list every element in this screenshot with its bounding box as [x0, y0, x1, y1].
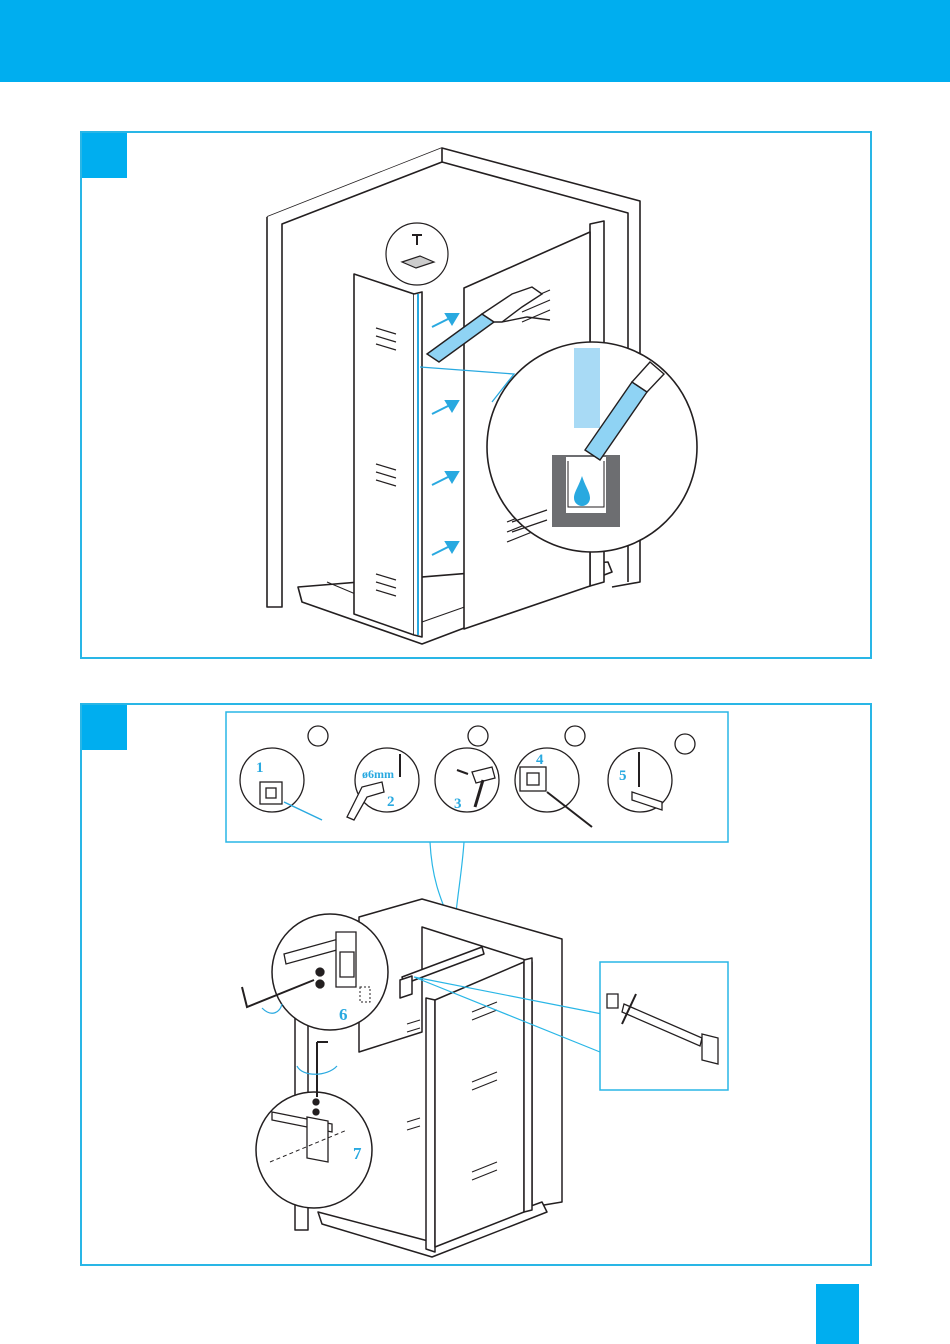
- screw-detail-circle: [386, 223, 448, 285]
- tool-number-1: 1: [256, 760, 264, 776]
- enclosure-side-panel: [426, 998, 435, 1252]
- step-panel-1: [80, 131, 872, 659]
- step-panel-2: 1 2 ø6mm 3 4 5: [80, 703, 872, 1266]
- detail-circle-6: [242, 914, 388, 1030]
- tool-number-4: 4: [536, 752, 544, 768]
- detail-circle-7: [256, 1042, 372, 1208]
- drill-size-label: ø6mm: [362, 767, 394, 781]
- detail-number-7: 7: [353, 1144, 362, 1163]
- enclosure-front-panel: [435, 962, 524, 1247]
- detail-number-6: 6: [339, 1005, 348, 1024]
- tool-number-5: 5: [619, 768, 627, 784]
- tool-number-3: 3: [454, 796, 462, 812]
- bracket-illustration: 1 2 ø6mm 3 4 5: [82, 705, 870, 1264]
- side-panel: [354, 274, 414, 635]
- sealant-illustration: [82, 133, 870, 657]
- tool-number-2: 2: [387, 794, 395, 810]
- page-tab: [816, 1284, 859, 1344]
- header-bar: [0, 0, 950, 82]
